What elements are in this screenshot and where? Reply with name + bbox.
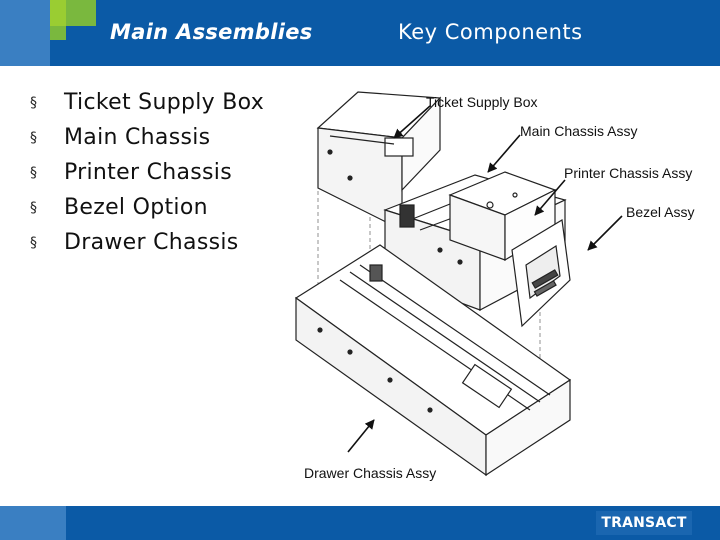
- footer-accent-blue: [0, 506, 66, 540]
- ticket-supply-box-drawing: [316, 91, 442, 231]
- bullet-text: Main Chassis: [64, 125, 211, 150]
- bezel-drawing: [511, 219, 571, 328]
- bullet-text: Ticket Supply Box: [64, 90, 265, 115]
- label-printer-chassis: Printer Chassis Assy: [564, 165, 692, 181]
- slide-title: Key Components: [398, 20, 583, 44]
- bullet-list: § Ticket Supply Box § Main Chassis § Printe…: [30, 85, 264, 260]
- transact-logo: TRANSACT: [596, 511, 692, 535]
- bullet-icon: §: [30, 234, 38, 251]
- exploded-assembly-diagram: Ticket Supply Box Main Chassis Assy Prin…: [290, 80, 710, 490]
- bullet-text: Printer Chassis: [64, 160, 232, 185]
- label-bezel: Bezel Assy: [626, 204, 694, 220]
- section-title: Main Assemblies: [110, 20, 313, 44]
- drawer-chassis-drawing: [294, 244, 572, 477]
- bullet-icon: §: [30, 94, 38, 111]
- bullet-icon: §: [30, 164, 38, 181]
- label-ticket-supply-box: Ticket Supply Box: [426, 94, 538, 110]
- leader-arrows: [347, 105, 623, 453]
- list-item: § Drawer Chassis: [30, 225, 264, 260]
- list-item: § Printer Chassis: [30, 155, 264, 190]
- list-item: § Ticket Supply Box: [30, 85, 264, 120]
- list-item: § Main Chassis: [30, 120, 264, 155]
- bullet-icon: §: [30, 199, 38, 216]
- bullet-text: Drawer Chassis: [64, 230, 239, 255]
- header-bar: [0, 0, 720, 66]
- header-accent-green: [66, 0, 96, 26]
- label-drawer-chassis: Drawer Chassis Assy: [304, 465, 436, 481]
- header-accent-green: [50, 26, 66, 40]
- bullet-icon: §: [30, 129, 38, 146]
- list-item: § Bezel Option: [30, 190, 264, 225]
- label-main-chassis: Main Chassis Assy: [520, 123, 637, 139]
- header-accent-blue: [0, 0, 50, 66]
- header-accent-green: [50, 0, 66, 26]
- bullet-text: Bezel Option: [64, 195, 208, 220]
